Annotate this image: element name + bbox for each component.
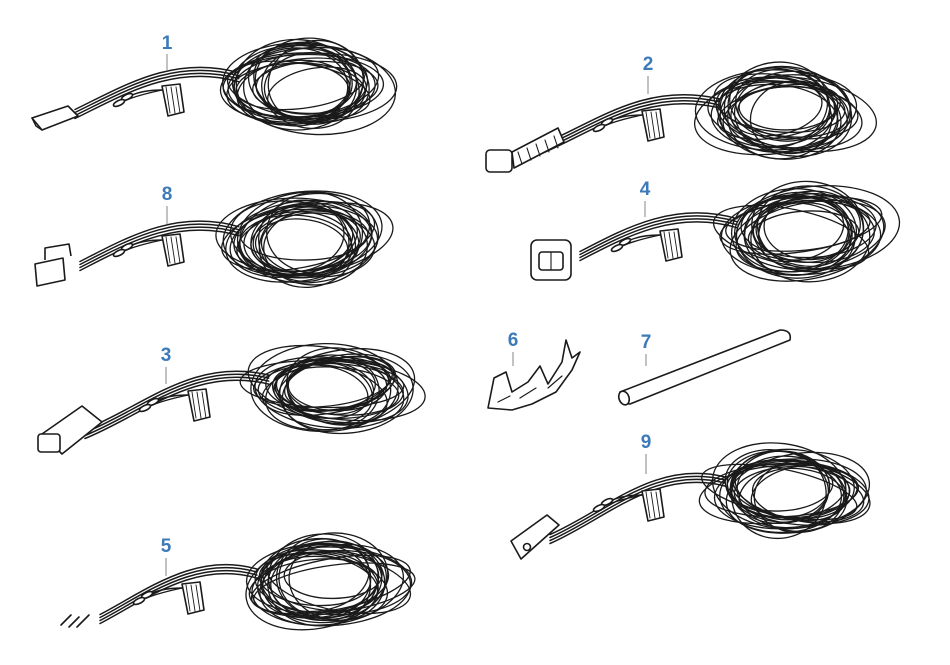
part-8-callout-label: 8 xyxy=(161,184,173,205)
part-9-callout-label: 9 xyxy=(640,432,652,453)
part-4-drawing xyxy=(530,180,901,283)
part-2-callout-label: 2 xyxy=(642,54,654,75)
part-1-drawing xyxy=(31,37,398,136)
part-6-callout-label: 6 xyxy=(507,330,519,351)
part-1-callout-label: 1 xyxy=(161,33,173,54)
part-3-drawing xyxy=(37,342,426,455)
part-7-callout-label: 7 xyxy=(640,332,652,353)
part-5-callout-label: 5 xyxy=(160,536,172,557)
part-5-drawing xyxy=(60,532,416,631)
part-4-callout-label: 4 xyxy=(639,179,651,200)
part-8-drawing xyxy=(34,190,394,289)
part-2-drawing xyxy=(485,61,878,173)
part-7-drawing xyxy=(617,329,792,406)
part-6-drawing xyxy=(487,339,581,411)
part-9-drawing xyxy=(510,442,871,560)
part-3-callout-label: 3 xyxy=(160,345,172,366)
